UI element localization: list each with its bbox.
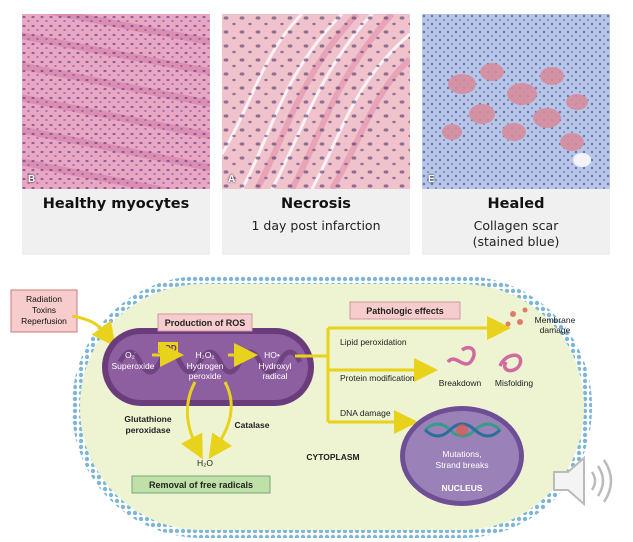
plate-letter: E [428,174,435,185]
panel-title: Healthy myocytes [42,196,190,212]
breakdown-label: Breakdown [439,378,482,388]
nucleus-label: NUCLEUS [441,483,482,493]
ros-diagram: Radiation Toxins Reperfusion Production … [10,276,592,538]
hydroxyl-formula: HO• [264,350,280,360]
superoxide-formula: O₂̇ [125,350,136,360]
protein-label: Protein modification [340,373,415,383]
healed-tissue-svg [422,14,610,189]
mutations-label-2: Strand breaks [436,460,489,470]
inducer-arrow [71,314,116,347]
mutations-label-1: Mutations, [442,449,481,459]
lipid-label: Lipid peroxidation [340,337,407,347]
production-ros-box [157,313,253,332]
histology-image-healed: E [422,14,610,189]
membrane-damage-label-1: Membrane [535,315,576,325]
plate-letter: A [228,174,236,185]
inducer-radiation: Radiation [26,294,62,304]
nucleus [405,411,519,501]
dna-helix-icon [423,422,502,438]
arrow-glutathione [180,381,203,460]
plate-letter: B [28,174,36,185]
hydroxyl-name-1: Hydroxyl [258,361,291,371]
peroxide-name-2: peroxide [189,371,222,381]
dna-label: DNA damage [340,408,391,418]
removal-label: Removal of free radicals [149,480,253,490]
protein-misfolding-icon [498,353,523,373]
panel-healed: E Healed Collagen scar (stained blue) [422,14,610,255]
water-label: H₂O [197,458,213,468]
inducer-toxins: Toxins [32,305,56,315]
sod-label: SOD [159,344,177,353]
misfolding-label: Misfolding [495,378,534,388]
peroxide-formula: H₂O₂ [195,350,214,360]
membrane-damage-icon [505,307,528,327]
panel-subtitle: 1 day post infarction [251,218,381,233]
arrow-catalase [208,381,233,459]
inducer-reperfusion: Reperfusion [21,316,67,326]
production-ros-label: Production of ROS [165,318,246,328]
panel-subtitle: Collagen scar [473,218,559,233]
removal-box [131,475,271,494]
hydroxyl-name-2: radical [262,371,287,381]
cytoplasm-label: CYTOPLASM [306,452,359,462]
panel-subtitle-2: (stained blue) [472,234,560,249]
inducers-box [10,289,78,333]
necrosis-tissue-svg [222,14,410,189]
histology-image-healthy: B [22,14,210,189]
panel-title: Necrosis [281,196,351,212]
glutathione-label-2: peroxidase [126,425,171,435]
healthy-tissue-svg [22,14,210,189]
speaker-icon[interactable] [548,446,618,516]
panel-title: Healed [487,196,545,212]
glutathione-label-1: Glutathione [124,414,171,424]
catalase-label: Catalase [235,420,270,430]
pathologic-effects-box [349,301,461,320]
histology-image-necrosis: A [222,14,410,189]
panel-necrosis: A Necrosis 1 day post infarction [222,14,410,255]
membrane-damage-label-2: damage [540,325,571,335]
pathologic-effects-label: Pathologic effects [366,306,444,316]
peroxide-name-1: Hydrogen [187,361,224,371]
superoxide-name: Superoxide [111,361,154,371]
protein-breakdown-icon [446,345,476,366]
panel-healthy: B Healthy myocytes [22,14,210,255]
